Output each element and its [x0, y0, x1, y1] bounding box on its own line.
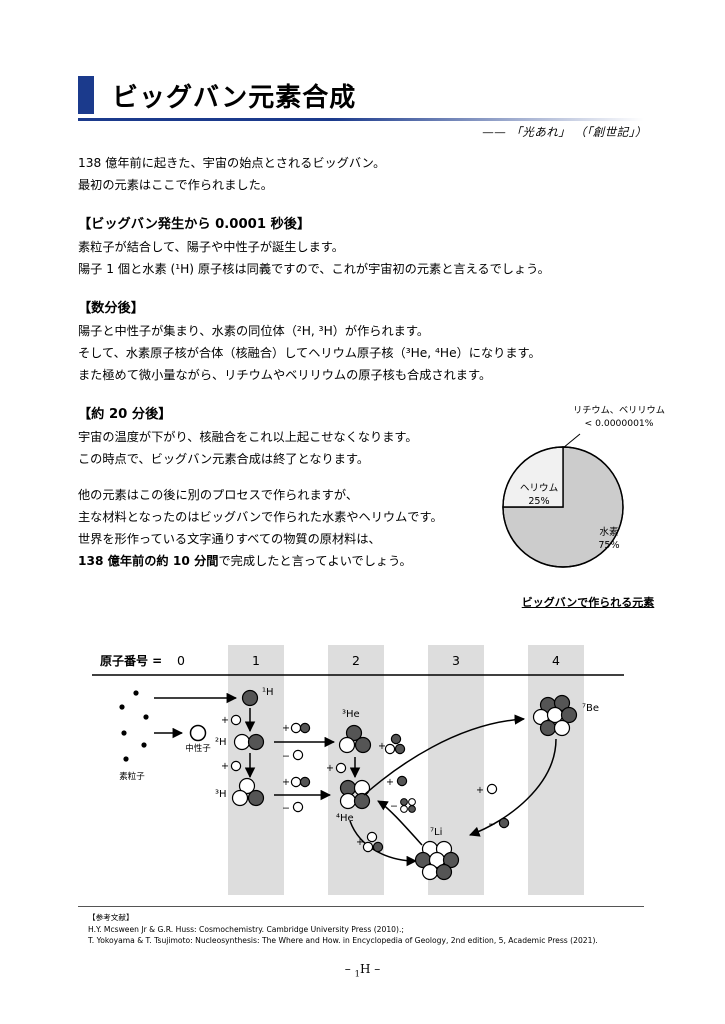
- reference-item-2: T. Yokoyama & T. Tsujimoto: Nucleosynthe…: [88, 936, 598, 945]
- reaction-H1-to-H2: +: [221, 708, 256, 733]
- nucleus-He4: ⁴He: [336, 779, 371, 824]
- closing-line-3: 世界を形作っている文字通りすべての物質の原材料は、: [78, 532, 381, 546]
- reaction-He4-back-sub: −: [390, 801, 398, 812]
- small-cluster-he4: [400, 798, 416, 813]
- section-heading-1: 【ビッグバン発生から 0.0001 秒後】: [78, 217, 311, 232]
- elementary-particles: [119, 690, 149, 762]
- section-2-line-1: 陽子と中性子が集まり、水素の同位体（²H, ³H）が作られます。: [78, 324, 430, 338]
- page-number-prefix: –: [344, 962, 351, 976]
- nucleus-He4-label: ⁴He: [336, 813, 354, 824]
- nucleosynthesis-diagram: 原子番号 = 0 1 2 3 4 素粒子 中性子: [78, 645, 644, 895]
- reference-item-1: H.Y. Mcsween Jr & G.R. Huss: Cosmochemis…: [88, 924, 404, 934]
- section-2-line-2: そして、水素原子核が合体（核融合）してヘリウム原子核（³He, ⁴He）になりま…: [78, 346, 541, 360]
- nucleus-H1-label: ¹H: [262, 687, 274, 698]
- chart-annotation: リチウム、ベリリウム < 0.0000001%: [546, 404, 692, 430]
- page-number-suffix: –: [374, 962, 381, 976]
- column-label-1: 1: [252, 653, 260, 668]
- pie-label-helium-value: 25%: [528, 496, 550, 507]
- nucleus-He3-label: ³He: [342, 709, 360, 720]
- diagram-axis-label: 原子番号 =: [100, 653, 162, 668]
- document-header: ビッグバン元素合成: [78, 76, 356, 114]
- chart-caption: ビッグバンで作られる元素: [521, 596, 655, 609]
- nucleus-Be7: ⁷Be: [532, 694, 599, 737]
- pie-label-hydrogen: 水素 75%: [580, 526, 638, 552]
- neutron-node: [154, 724, 207, 742]
- reaction-He4-to-Li7: +: [349, 820, 418, 867]
- nucleus-H3-label: ³H: [215, 789, 227, 800]
- reaction-H3-He4-sub: −: [282, 803, 290, 814]
- reaction-Be7-decay-add: +: [476, 785, 484, 796]
- pie-graphic: [502, 446, 624, 568]
- neutron-label: 中性子: [185, 743, 211, 754]
- document-body: 138 億年前に起きた、宇宙の始点とされるビッグバン。 最初の元素はここで作られ…: [78, 152, 644, 572]
- column-label-2: 2: [352, 653, 360, 668]
- page-number-value: H: [359, 962, 371, 976]
- reaction-Li7-to-He4: + −: [377, 775, 423, 846]
- pie-label-helium-name: ヘリウム: [519, 483, 559, 494]
- chart-annotation-line-1: リチウム、ベリリウム: [573, 405, 665, 416]
- reaction-He3-He4-label: +: [326, 763, 334, 774]
- nucleus-He3: ³He: [338, 709, 372, 754]
- pie-label-hydrogen-name: 水素: [599, 527, 619, 538]
- nucleus-H1: ¹H: [241, 687, 274, 707]
- section-2-line-3: また極めて微小量ながら、リチウムやベリリウムの原子核も合成されます。: [78, 368, 492, 382]
- document-subtitle: —— 「光あれ」 （「創世記」）: [482, 125, 647, 139]
- nucleus-H2: ²H: [215, 733, 265, 751]
- closing-line-2: 主な材料となったのはビッグバンで作られた水素やヘリウムです。: [78, 510, 443, 524]
- pie-outline: [502, 446, 624, 568]
- chart-leader-line: [562, 433, 581, 449]
- closing-line-4: 138 億年前の約 10 分間で完成したと言ってよいでしょう。: [78, 550, 644, 572]
- title-accent-bar: [78, 76, 94, 114]
- reaction-Be7-add: +: [378, 741, 386, 752]
- chart-annotation-line-2: < 0.0000001%: [584, 418, 654, 429]
- closing-line-4-rest: で完成したと言ってよいでしょう。: [218, 554, 412, 568]
- pie-chart: リチウム、ベリリウム < 0.0000001% ヘリウム 25% 水素 75% …: [488, 404, 688, 626]
- nucleus-Be7-label: ⁷Be: [582, 703, 599, 714]
- section-3-line-2: この時点で、ビッグバン元素合成は終了となります。: [78, 452, 370, 466]
- footer-divider: [78, 906, 644, 907]
- closing-line-1: 他の元素はこの後に別のプロセスで作られますが、: [78, 488, 359, 502]
- references-block: 【参考文献】 H.Y. Mcsween Jr & G.R. Huss: Cosm…: [88, 912, 644, 947]
- reaction-to-Be7: +: [363, 714, 526, 796]
- reaction-He3-to-He4: +: [326, 757, 361, 779]
- page-title: ビッグバン元素合成: [112, 82, 357, 113]
- closing-line-4-bold: 138 億年前の約 10 分間: [78, 554, 219, 568]
- reaction-H3-He4-add: +: [282, 777, 290, 788]
- pie-label-helium: ヘリウム 25%: [508, 482, 570, 508]
- pie-label-hydrogen-value: 75%: [598, 540, 620, 551]
- reaction-H2-He3-add: +: [282, 723, 290, 734]
- reaction-Li7-add: +: [356, 837, 364, 848]
- intro-line-2: 最初の元素はここで作られました。: [78, 178, 273, 192]
- reaction-H2-to-He3: + −: [274, 722, 336, 762]
- particles-label: 素粒子: [119, 771, 145, 782]
- nucleus-H3: ³H: [215, 777, 265, 807]
- reaction-H3-to-He4: + −: [274, 776, 332, 814]
- page-number-sub: 1: [354, 968, 360, 979]
- section-heading-3: 【約 20 分後】: [78, 407, 172, 422]
- title-divider: [78, 118, 644, 121]
- nucleus-Li7-label: ⁷Li: [430, 827, 442, 838]
- column-label-0: 0: [177, 653, 185, 668]
- reaction-H2-H3-label: +: [221, 761, 229, 772]
- references-heading: 【参考文献】: [88, 913, 134, 922]
- page-number: – 1H –: [0, 962, 725, 978]
- column-bands: [228, 645, 584, 895]
- nucleus-H2-label: ²H: [215, 737, 227, 748]
- section-1-line-2: 陽子 1 個と水素 (¹H) 原子核は同義ですので、これが宇宙初の元素と言えるで…: [78, 262, 550, 276]
- intro-line-1: 138 億年前に起きた、宇宙の始点とされるビッグバン。: [78, 156, 386, 170]
- reaction-H2-He3-sub: −: [282, 751, 290, 762]
- reaction-He4-back-add: +: [386, 777, 394, 788]
- reaction-Be7-to-Li7: + −: [469, 738, 557, 837]
- section-3-line-1: 宇宙の温度が下がり、核融合をこれ以上起こせなくなります。: [78, 430, 418, 444]
- reaction-H2-to-H3: +: [221, 753, 256, 779]
- nucleus-Li7: ⁷Li: [414, 827, 460, 881]
- column-label-3: 3: [452, 653, 460, 668]
- reaction-H1-H2-label: +: [221, 715, 229, 726]
- section-1-line-1: 素粒子が結合して、陽子や中性子が誕生します。: [78, 240, 344, 254]
- reaction-Be7-decay-sub: −: [488, 819, 496, 830]
- section-heading-2: 【数分後】: [78, 301, 144, 316]
- column-label-4: 4: [552, 653, 560, 668]
- nucleosynthesis-svg: 原子番号 = 0 1 2 3 4 素粒子 中性子: [92, 645, 624, 895]
